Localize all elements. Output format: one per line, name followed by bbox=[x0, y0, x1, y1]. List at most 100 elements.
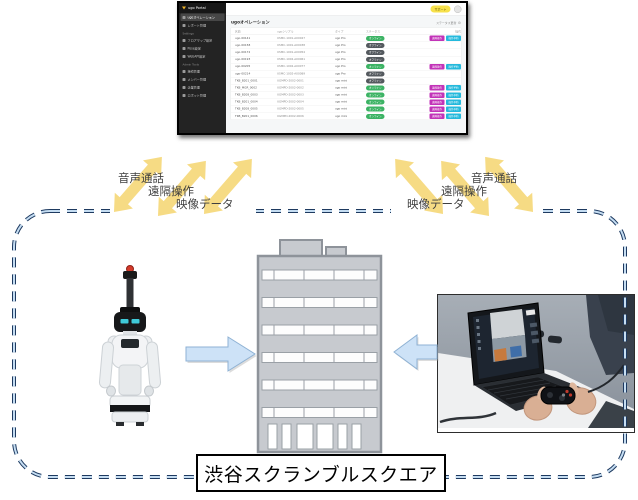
status-badge: オフライン bbox=[366, 71, 385, 77]
remote-control-button[interactable]: 遠隔操作 bbox=[429, 113, 445, 120]
reserve-button[interactable]: 操作予約 bbox=[445, 35, 461, 42]
status-badge: オフライン bbox=[366, 57, 385, 63]
app-logo: ugo Portal bbox=[179, 3, 226, 13]
site-name-text: 渋谷スクランブルスクエア bbox=[204, 463, 438, 486]
dashboard-sidebar: ugo Portal ugoオペレーションレポート管理 Settings フロアマッ… bbox=[179, 3, 226, 133]
yellow-double-arrows-icon bbox=[395, 156, 533, 216]
status-badge: オンライン bbox=[366, 85, 385, 91]
table-header: 名前 ugoシリアル タイプ ステータス 操作 bbox=[231, 28, 461, 35]
sidebar-section-label: Admin Tools bbox=[182, 63, 199, 67]
link-label-voice: 音声通話 bbox=[471, 171, 517, 185]
reserve-button[interactable]: 操作予約 bbox=[445, 92, 461, 98]
status-badge: オフライン bbox=[366, 42, 385, 48]
arrow-robot-to-building-icon bbox=[185, 336, 257, 373]
sidebar-item-label: フロアマップ設定 bbox=[187, 39, 213, 43]
status-badge: オンライン bbox=[366, 35, 385, 41]
col-type: タイプ bbox=[335, 30, 344, 34]
robot-name: TKB_B201_0004 bbox=[235, 100, 258, 104]
sidebar-item[interactable]: WebAPI設定 bbox=[181, 53, 225, 61]
sidebar-item-icon bbox=[182, 23, 186, 27]
robot-serial: USMC-1001-A00054 bbox=[277, 50, 306, 54]
sidebar-item-icon bbox=[182, 38, 186, 42]
robot-name: ugo-00214 bbox=[235, 72, 251, 76]
robot-type: ugo Pro bbox=[335, 43, 346, 47]
reserve-button[interactable]: 操作予約 bbox=[445, 113, 461, 120]
remote-control-button[interactable]: 遠隔操作 bbox=[429, 106, 445, 112]
remote-control-button[interactable]: 遠隔操作 bbox=[429, 35, 445, 42]
sidebar-item[interactable]: レポート管理 bbox=[181, 22, 225, 30]
yellow-double-arrows-icon bbox=[114, 156, 252, 216]
dashboard-content: サポート ugoオペレーション ステータス更新 ⚙ 名前 ugoシリアル タイプ bbox=[226, 3, 466, 133]
robot-head-icon bbox=[114, 307, 146, 336]
sidebar-item[interactable]: 企業管理 bbox=[181, 84, 225, 92]
col-serial: ugoシリアル bbox=[277, 30, 294, 34]
sidebar-item[interactable]: メンバー管理 bbox=[181, 76, 225, 84]
site-name-label: 渋谷スクランブルスクエア bbox=[196, 454, 446, 492]
col-actions: 操作 bbox=[455, 30, 461, 34]
sidebar-item[interactable]: 接続管理 bbox=[181, 68, 225, 76]
sidebar-item-icon bbox=[182, 93, 186, 97]
sidebar-item-label: ロボット管理 bbox=[187, 94, 207, 98]
col-status: ステータス bbox=[366, 30, 380, 34]
robot-type: ugo mini bbox=[335, 114, 348, 118]
robot-type: ugo Pro bbox=[335, 50, 346, 54]
sidebar-item-icon bbox=[182, 85, 186, 89]
robot-type: ugo mini bbox=[335, 100, 348, 104]
robot-name: TKB_B201_0001 bbox=[235, 79, 258, 83]
reserve-button[interactable]: 操作予約 bbox=[445, 63, 461, 70]
robot-serial: UGMPD-2002-0006 bbox=[277, 114, 304, 118]
robot-type: ugo Pro bbox=[335, 72, 346, 76]
link-label-video: 映像データ bbox=[176, 197, 234, 211]
support-button[interactable]: サポート bbox=[430, 5, 451, 13]
reserve-button[interactable]: 操作予約 bbox=[445, 106, 461, 112]
sidebar-item[interactable]: Pose設定 bbox=[181, 45, 225, 53]
robot-name: ugo-00172 bbox=[235, 50, 251, 54]
status-badge: オフライン bbox=[366, 78, 385, 84]
sidebar-item-label: Pose設定 bbox=[187, 47, 201, 51]
robot-name: ugo-00193 bbox=[235, 58, 251, 62]
status-badge: オンライン bbox=[366, 92, 385, 98]
robot-type: ugo mini bbox=[335, 86, 348, 90]
ugo-robot-image bbox=[90, 260, 170, 434]
robot-serial: USMC-1001-A00027 bbox=[277, 36, 306, 40]
dashboard-screenshot: ugo Portal ugoオペレーションレポート管理 Settings フロアマッ… bbox=[177, 1, 468, 135]
remote-control-button[interactable]: 遠隔操作 bbox=[429, 99, 445, 105]
sidebar-item[interactable]: フロアマップ設定 bbox=[181, 37, 225, 45]
sidebar-item-icon bbox=[182, 77, 186, 81]
remote-control-button[interactable]: 遠隔操作 bbox=[429, 92, 445, 98]
status-refresh-control[interactable]: ステータス更新 ⚙ bbox=[436, 20, 461, 25]
link-label-voice: 音声通話 bbox=[118, 171, 164, 185]
robot-name: TKB_B201_0006 bbox=[235, 114, 258, 118]
avatar[interactable] bbox=[454, 5, 462, 13]
remote-control-button[interactable]: 遠隔操作 bbox=[429, 63, 445, 70]
reserve-button[interactable]: 操作予約 bbox=[445, 85, 461, 91]
remote-control-button[interactable]: 遠隔操作 bbox=[429, 85, 445, 91]
robot-type: ugo Pro bbox=[335, 58, 346, 62]
logo-icon bbox=[182, 6, 186, 10]
sidebar-item-icon bbox=[182, 69, 186, 73]
robot-name: ugo-00158 bbox=[235, 43, 251, 47]
robot-serial: USMC-1001-A00038 bbox=[277, 43, 306, 47]
gear-icon[interactable]: ⚙ bbox=[457, 20, 461, 25]
sidebar-section-label: Settings bbox=[182, 32, 194, 36]
robot-type: ugo Pro bbox=[335, 36, 346, 40]
robot-serial: UGMPD-2002-0003 bbox=[277, 93, 304, 97]
sidebar-item-icon bbox=[182, 54, 186, 58]
robot-type: ugo mini bbox=[335, 93, 348, 97]
building-illustration bbox=[252, 238, 387, 460]
robot-name: TKB_B208_0005 bbox=[235, 107, 258, 111]
reserve-button[interactable]: 操作予約 bbox=[445, 99, 461, 105]
status-badge: オフライン bbox=[366, 49, 385, 55]
arrow-operator-to-building-icon bbox=[393, 334, 439, 371]
sidebar-item[interactable]: ロボット管理 bbox=[181, 92, 225, 100]
sidebar-item[interactable]: ugoオペレーション bbox=[180, 13, 225, 21]
link-label-remote: 遠隔操作 bbox=[441, 184, 487, 198]
